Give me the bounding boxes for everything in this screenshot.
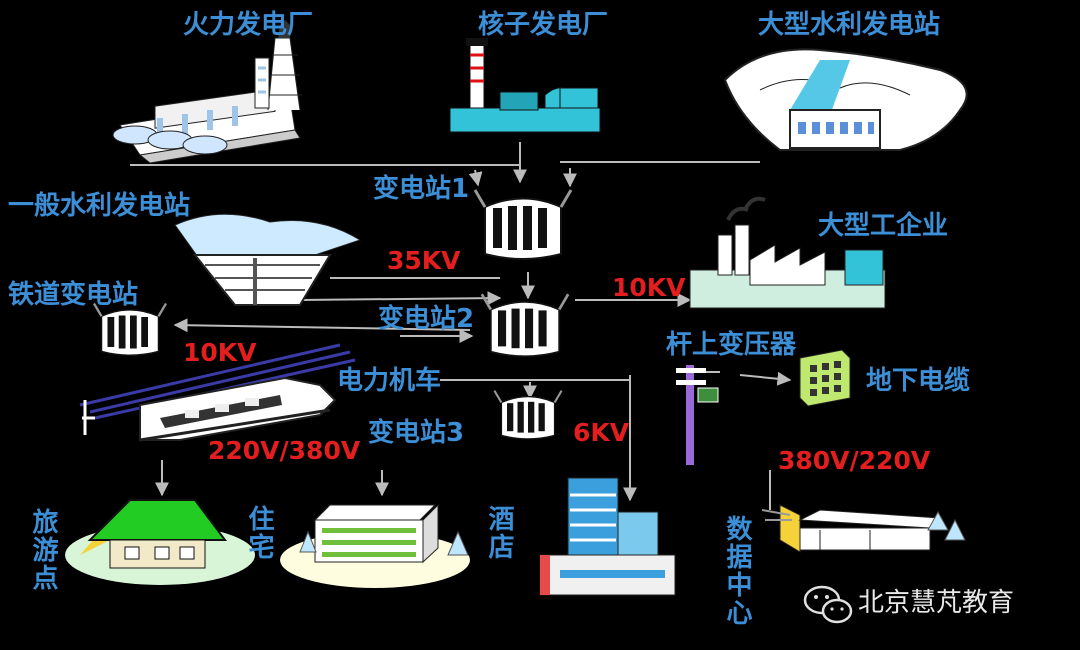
label-nuclear-plant: 核子发电厂	[478, 10, 609, 40]
substation2-transformer	[480, 292, 570, 358]
label-thermal-plant: 火力发电厂	[183, 10, 314, 40]
wechat-icon	[803, 585, 853, 624]
industry-illustration	[689, 196, 886, 309]
label-substation1: 变电站1	[373, 174, 470, 204]
pole-transformer-illustration	[676, 365, 719, 465]
label-10kv-right: 10KV	[612, 273, 686, 302]
locomotive-illustration	[79, 343, 356, 442]
label-substation2: 变电站2	[378, 304, 475, 334]
label-data-center: 数据中心	[722, 515, 752, 627]
label-general-hydro: 一般水利发电站	[8, 191, 191, 221]
tourist-house-illustration	[65, 499, 255, 585]
substation3-transformer	[493, 389, 563, 440]
label-hotel: 酒店	[484, 505, 514, 561]
label-large-hydro: 大型水利发电站	[758, 10, 941, 40]
label-220v-380v: 220V/380V	[208, 436, 361, 465]
hotel-illustration	[539, 477, 676, 596]
nuclear-plant-illustration	[449, 38, 601, 133]
label-35kv: 35KV	[387, 246, 461, 275]
label-6kv: 6KV	[573, 418, 630, 447]
label-electric-locomotive: 电力机车	[337, 366, 442, 396]
label-underground-cable: 地下电缆	[866, 366, 971, 396]
general-hydro-illustration	[174, 213, 362, 306]
label-residence: 住宅	[244, 505, 274, 561]
label-tourist-spot: 旅游点	[28, 508, 58, 592]
label-large-industry: 大型工企业	[818, 211, 949, 241]
brand-name: 北京慧芃教育	[858, 588, 1015, 618]
substation1-transformer	[473, 188, 573, 261]
label-10kv-left: 10KV	[183, 338, 257, 367]
railway-substation-transformer	[92, 302, 168, 357]
label-substation3: 变电站3	[368, 418, 465, 448]
residence-illustration	[280, 503, 470, 588]
data-center-illustration	[761, 504, 966, 553]
large-hydro-illustration	[723, 48, 968, 151]
label-pole-transformer: 杆上变压器	[666, 330, 797, 360]
label-railway-substation: 铁道变电站	[8, 280, 139, 310]
label-380v-220v: 380V/220V	[778, 446, 931, 475]
underground-cable-illustration	[799, 349, 851, 407]
thermal-plant-illustration	[112, 20, 302, 164]
